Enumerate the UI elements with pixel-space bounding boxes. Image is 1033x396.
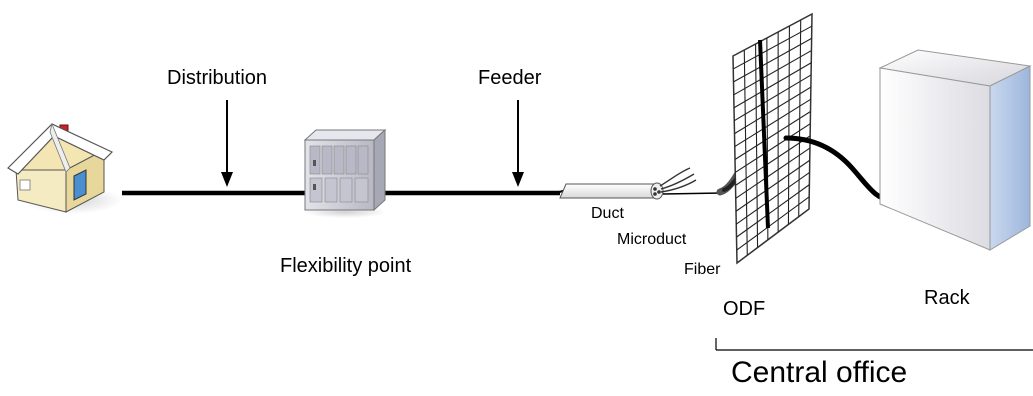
odf-grid-line xyxy=(734,123,811,173)
odf-grid-line xyxy=(734,111,811,160)
cabinet-icon xyxy=(303,128,387,218)
odf-grid-line xyxy=(735,147,811,199)
fiber-label: Fiber xyxy=(684,261,721,278)
odf-grid-line xyxy=(734,98,811,148)
odf-frame-icon xyxy=(716,12,813,265)
odf-grid-line xyxy=(736,196,810,251)
odf-label: ODF xyxy=(723,298,766,320)
rack-icon xyxy=(878,49,1032,251)
odf-grid-line xyxy=(733,37,812,83)
distribution-arrow xyxy=(221,100,233,187)
house-icon xyxy=(7,122,122,214)
odf-grid-line xyxy=(733,50,812,96)
odf-grid-line xyxy=(732,25,813,70)
distribution-label: Distribution xyxy=(167,67,268,89)
odf-grid-line xyxy=(734,86,812,135)
odf-grid-line xyxy=(733,62,812,109)
odf-grid-line xyxy=(735,159,811,212)
feeder-label: Feeder xyxy=(478,67,542,89)
odf-grid-line xyxy=(735,171,810,225)
odf-grid-line xyxy=(735,135,811,186)
flexibility-point-label: Flexibility point xyxy=(280,255,412,277)
odf-grid-line xyxy=(736,184,810,238)
central-office-bracket xyxy=(715,338,1033,351)
duct-icon xyxy=(555,167,723,200)
central-office-label: Central office xyxy=(731,356,908,389)
rack-label: Rack xyxy=(924,287,970,309)
microduct-label: Microduct xyxy=(617,231,687,248)
feeder-arrow xyxy=(512,100,524,187)
odf-grid-line xyxy=(733,74,812,122)
duct-label: Duct xyxy=(591,205,624,222)
